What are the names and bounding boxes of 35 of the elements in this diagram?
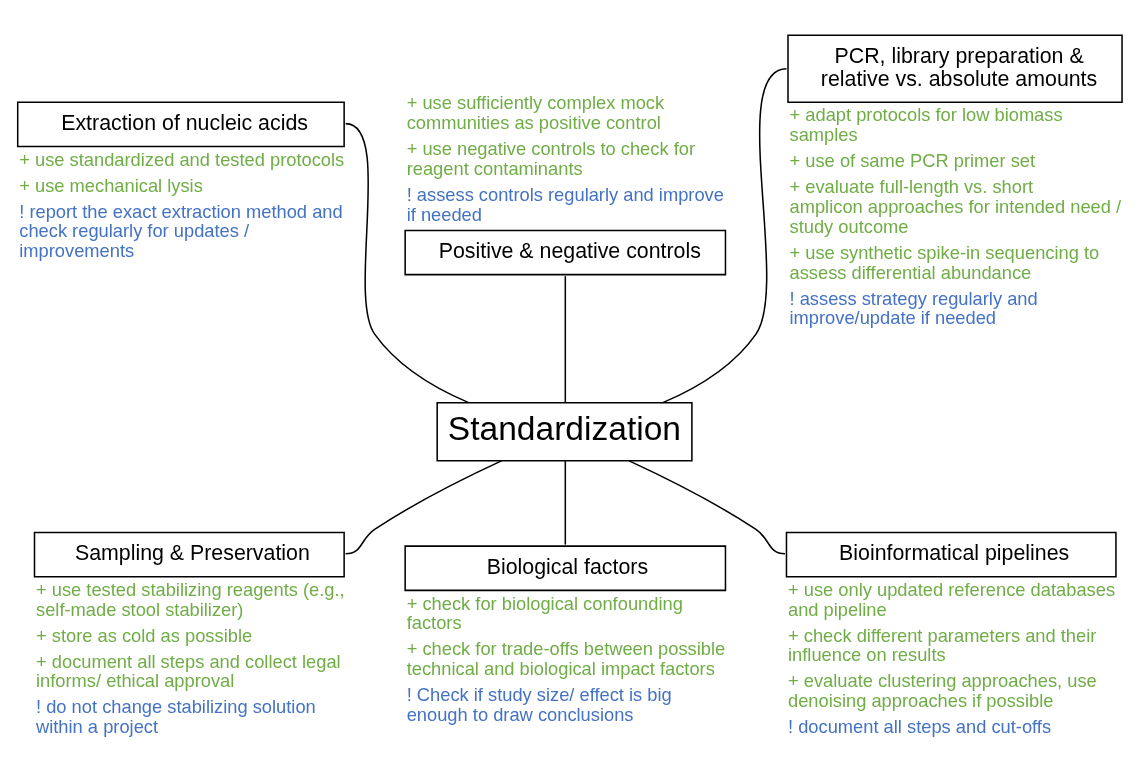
node-box: Standardization [436, 402, 693, 462]
node-label: ! assess controls regularly and improve if needed [406, 183, 724, 225]
node-label: ! report the exact extraction method and check regularly for updates / improvements [19, 200, 343, 262]
node-label: + check different parameters and their influence on results [788, 624, 1097, 666]
connector [628, 460, 786, 555]
node-box: Extraction of nucleic acids [16, 101, 345, 148]
node-box: Sampling & Preservation [33, 531, 345, 578]
node-label: ! do not change stabilizing solution within a project [36, 696, 316, 738]
node-label: + use only updated reference databases and pipeline [788, 578, 1116, 620]
node-label: ! assess strategy regularly and improve/update if needed [789, 287, 1038, 329]
connector [564, 460, 567, 546]
node-label: + evaluate full-length vs. short amplicon approaches for intended need / study outcome [789, 176, 1122, 237]
node-label: + use standardized and tested protocols [19, 148, 345, 170]
node-label: + use negative controls to check for reagent contaminants [406, 138, 696, 179]
node-label: ! Check if study size/ effect is big enough to draw conclusions [406, 684, 672, 725]
connector [564, 275, 567, 404]
node-label: + check for biological confounding factors [406, 592, 683, 634]
node-label: + check for trade-offs between possible technical and biological impact factors [406, 638, 726, 680]
node-label: + adapt protocols for low biomass samples [789, 104, 1063, 146]
node-label: + use synthetic spike-in sequencing to assess differential abundance [789, 241, 1100, 283]
node-label: + document all steps and collect legal informs/ ethical approval [36, 650, 341, 692]
node-label: + use mechanical lysis [19, 174, 203, 196]
connector [344, 122, 470, 404]
node-label: + use sufficiently complex mock communities as positive control [406, 92, 665, 134]
node-label: + use tested stabilizing reagents (e.g., self-made stool stabilizer) [36, 578, 345, 620]
node-label: + evaluate clustering approaches, use denoising approaches if possible [788, 670, 1097, 712]
node-label: + use of same PCR primer set [789, 150, 1036, 172]
node-label: ! document all steps and cut-offs [788, 716, 1052, 738]
connector [344, 460, 503, 555]
node-box: Positive & negative controls [404, 229, 727, 276]
connector [662, 67, 788, 404]
node-box: Bioinformatical pipelines [785, 531, 1117, 578]
node-label: + store as cold as possible [36, 624, 253, 646]
node-box: Biological factors [404, 545, 727, 592]
node-box: PCR, library preparation & relative vs. absolute amounts [787, 34, 1123, 104]
